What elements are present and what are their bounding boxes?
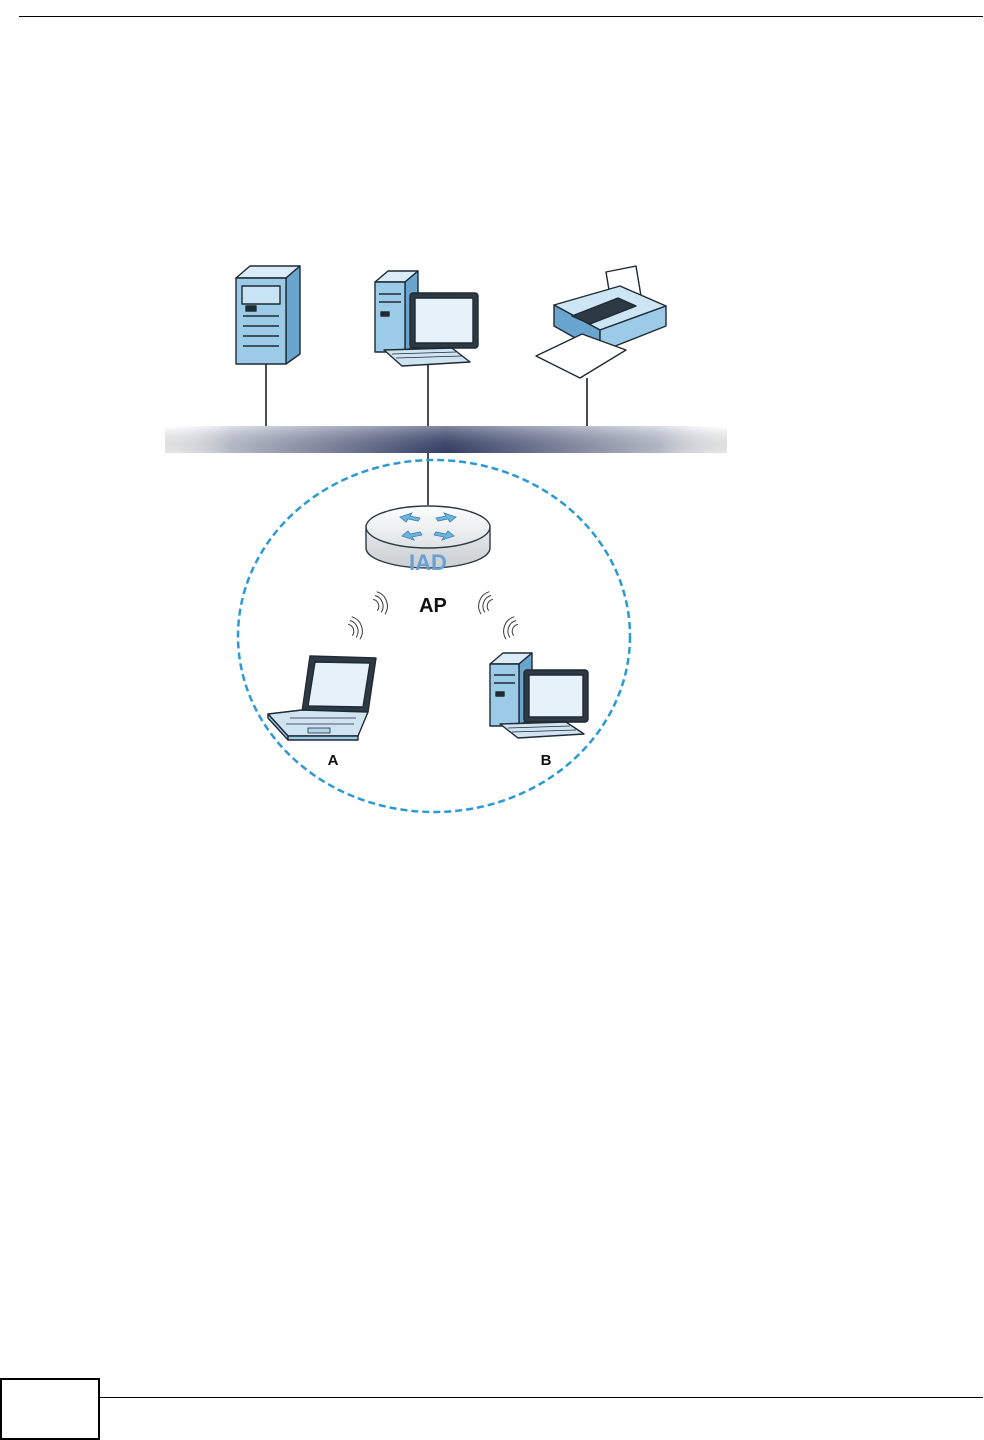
client-a-label: A <box>328 752 339 769</box>
printer-icon <box>536 266 666 378</box>
footer-rule <box>19 1397 983 1398</box>
server-tower-icon <box>236 266 300 364</box>
ap-label: AP <box>419 595 447 617</box>
page-number-box <box>0 1378 100 1440</box>
desktop-computer-icon <box>375 271 478 366</box>
desktop-computer-icon <box>490 653 588 738</box>
laptop-icon <box>268 656 376 740</box>
router-label: IAD <box>409 550 447 575</box>
wired-network-bus <box>165 426 727 453</box>
client-b-label: B <box>541 752 552 769</box>
